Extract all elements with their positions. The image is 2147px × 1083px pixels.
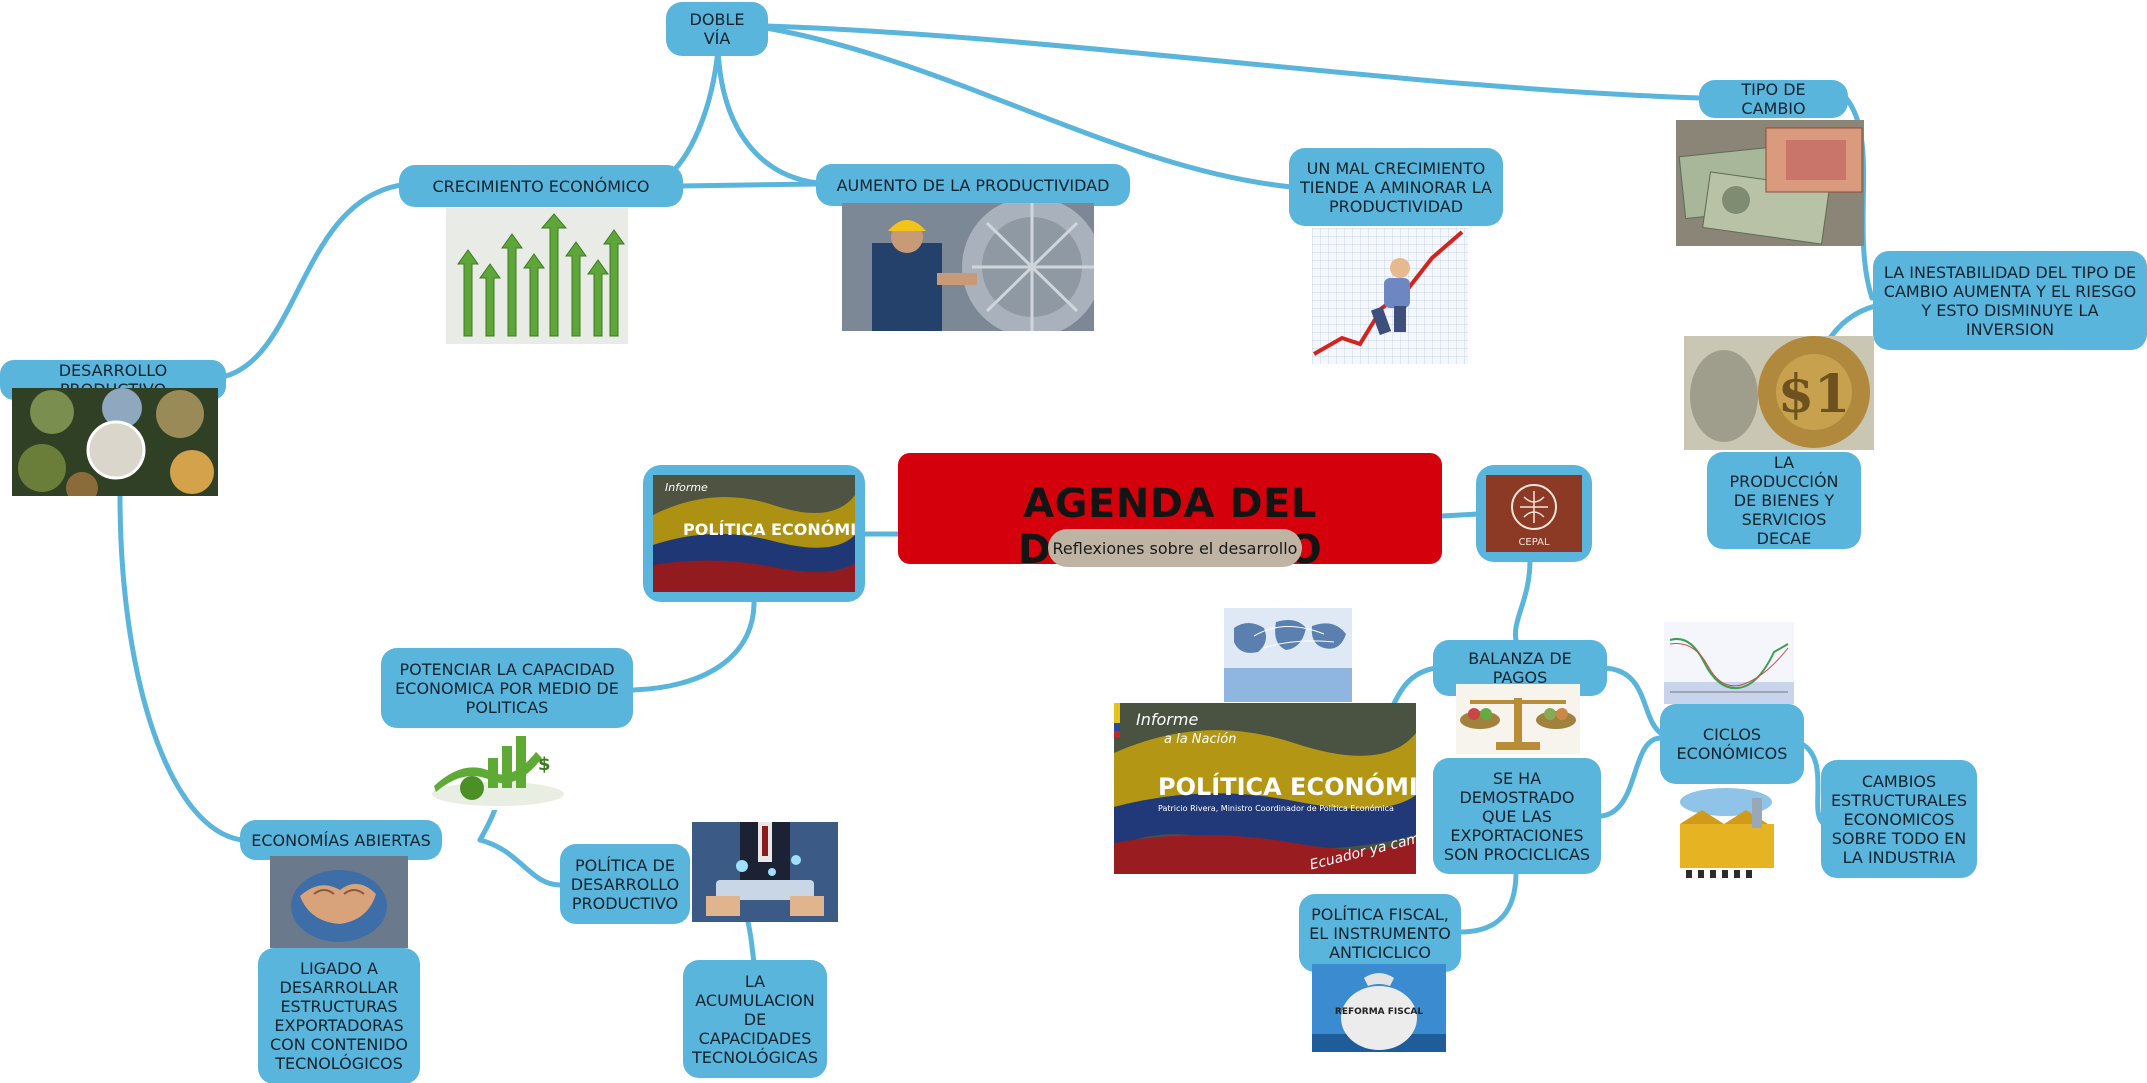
green-chart-image: $: [428, 730, 574, 810]
node-exportaciones-prociclicas[interactable]: SE HA DEMOSTRADO QUE LAS EXPORTACIONES S…: [1433, 758, 1601, 874]
link-ciclos-exportaciones: [1599, 735, 1663, 819]
link-cepal-balanza: [1512, 557, 1533, 643]
link-balanza-flag: [1389, 665, 1439, 711]
svg-text:$1: $1: [1778, 364, 1850, 425]
link-doble-tipo: [763, 23, 1703, 101]
worker-turbine-image: [842, 203, 1094, 331]
link-central-cepal: [1439, 511, 1481, 519]
world-map-image: [1224, 608, 1352, 702]
node-doble-via[interactable]: DOBLE VÍA: [666, 2, 768, 56]
reforma-fiscal-image: REFORMA FISCAL: [1312, 964, 1446, 1052]
node-mal-crecimiento[interactable]: UN MAL CRECIMIENTO TIENDE A AMINORAR LA …: [1289, 148, 1503, 226]
link-exportaciones-fiscal: [1457, 869, 1519, 935]
cepal-frame[interactable]: CEPAL: [1476, 465, 1592, 562]
link-doble-crecimiento: [662, 47, 721, 181]
factory-image: [1672, 784, 1786, 882]
politica-economica-label: POLÍTICA ECONÓMICA: [683, 520, 855, 539]
nacion-label: a la Nación: [1164, 732, 1236, 747]
node-acumulacion[interactable]: LA ACUMULACION DE CAPACIDADES TECNOLÓGIC…: [683, 960, 827, 1078]
node-potenciar-capacidad[interactable]: POTENCIAR LA CAPACIDAD ECONOMICA POR MED…: [381, 648, 633, 728]
node-produccion-decae[interactable]: LA PRODUCCIÓN DE BIENES Y SERVICIOS DECA…: [1707, 452, 1861, 549]
politica-economica-image: Informe POLÍTICA ECONÓMICA: [653, 475, 855, 592]
dollar-coin-image: $1: [1684, 336, 1874, 450]
node-ligado-estructuras[interactable]: LIGADO A DESARROLLAR ESTRUCTURAS EXPORTA…: [258, 948, 420, 1083]
node-aumento-productividad[interactable]: AUMENTO DE LA PRODUCTIVIDAD: [816, 164, 1130, 206]
cepal-label: CEPAL: [1518, 537, 1550, 548]
ministro-label: Patricio Rivera, Ministro Coordinador de…: [1158, 803, 1394, 813]
informe-large-label: Informe: [1136, 710, 1198, 729]
politica-economica-large-image: Informe a la Nación POLÍTICA ECONÓMICA P…: [1114, 703, 1416, 874]
politica-economica-frame[interactable]: Informe POLÍTICA ECONÓMICA: [643, 465, 865, 602]
link-doble-mal: [763, 25, 1295, 190]
development-collage-image: [12, 388, 218, 496]
link-balanza-ciclos: [1601, 665, 1665, 737]
businessman-tablet-image: [692, 822, 838, 922]
money-bills-image: [1676, 120, 1864, 246]
node-ciclos-economicos[interactable]: CICLOS ECONÓMICOS: [1660, 704, 1804, 784]
reforma-label: REFORMA FISCAL: [1335, 1007, 1423, 1017]
link-businessman-acumulacion: [745, 919, 757, 965]
node-politica-desarrollo[interactable]: POLÍTICA DE DESARROLLO PRODUCTIVO: [560, 844, 690, 924]
link-crecimiento-productividad: [677, 181, 821, 189]
link-doble-productividad: [715, 47, 821, 186]
link-desarrollo-economias: [117, 493, 245, 843]
informe-label: Informe: [665, 481, 708, 494]
svg-text:$: $: [538, 754, 551, 775]
link-economias-politica: [477, 837, 563, 888]
node-tipo-cambio[interactable]: TIPO DE CAMBIO: [1699, 80, 1848, 118]
balance-scale-image: [1456, 684, 1580, 754]
cepal-logo-image: CEPAL: [1486, 475, 1582, 552]
node-economias-abiertas[interactable]: ECONOMÍAS ABIERTAS: [240, 820, 442, 860]
node-crecimiento-economico[interactable]: CRECIMIENTO ECONÓMICO: [399, 165, 683, 207]
link-ciclos-cambios: [1799, 741, 1825, 825]
link-imageframe-potenciar: [629, 595, 757, 693]
link-desarrollo-crecimiento: [219, 182, 405, 380]
politica-economica-large-label: POLÍTICA ECONÓMICA: [1158, 771, 1416, 801]
growth-arrows-image: [446, 208, 628, 344]
node-politica-fiscal[interactable]: POLÍTICA FISCAL, EL INSTRUMENTO ANTICICL…: [1299, 894, 1461, 972]
hands-globe-image: [270, 856, 408, 948]
cycle-chart-image: [1664, 622, 1794, 704]
node-cambios-estructurales[interactable]: CAMBIOS ESTRUCTURALES ECONOMICOS SOBRE T…: [1821, 760, 1977, 878]
climbing-chart-image: [1312, 228, 1468, 364]
central-subtitle[interactable]: Reflexiones sobre el desarrollo: [1048, 529, 1302, 567]
node-inestabilidad[interactable]: LA INESTABILIDAD DEL TIPO DE CAMBIO AUME…: [1873, 251, 2147, 350]
